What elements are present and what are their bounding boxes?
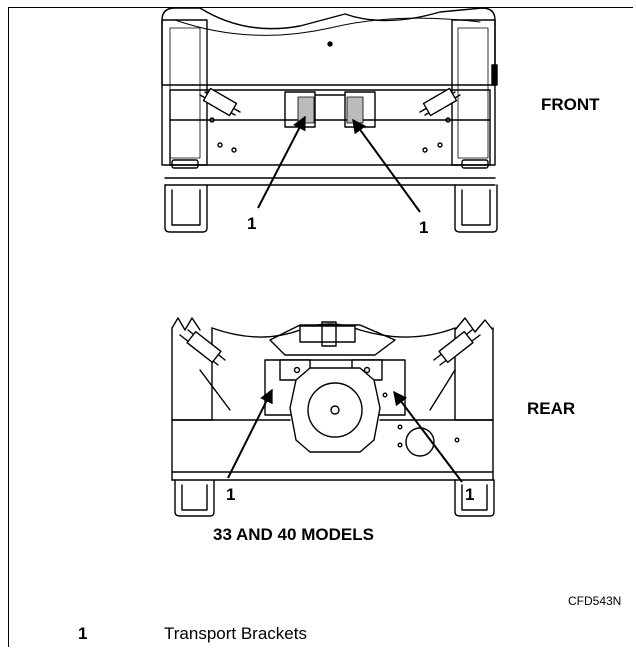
legend-text: Transport Brackets xyxy=(164,624,307,643)
figure-code: CFD543N xyxy=(568,594,622,608)
rear-left-leader xyxy=(227,388,273,479)
front-view-drawing xyxy=(161,7,498,233)
rear-view-label: REAR xyxy=(527,399,576,418)
rear-right-leader xyxy=(393,390,463,483)
callout-front-right: 1 xyxy=(419,218,429,237)
front-left-leader xyxy=(257,115,306,209)
callout-front-left: 1 xyxy=(247,214,257,233)
front-right-leader xyxy=(352,118,421,213)
front-view-label: FRONT xyxy=(541,95,600,114)
figure-frame xyxy=(8,7,633,647)
rear-view-drawing xyxy=(171,317,495,517)
callout-rear-right: 1 xyxy=(465,485,475,504)
legend-number: 1 xyxy=(78,624,88,643)
callout-rear-left: 1 xyxy=(226,485,236,504)
models-caption: 33 AND 40 MODELS xyxy=(213,525,374,544)
